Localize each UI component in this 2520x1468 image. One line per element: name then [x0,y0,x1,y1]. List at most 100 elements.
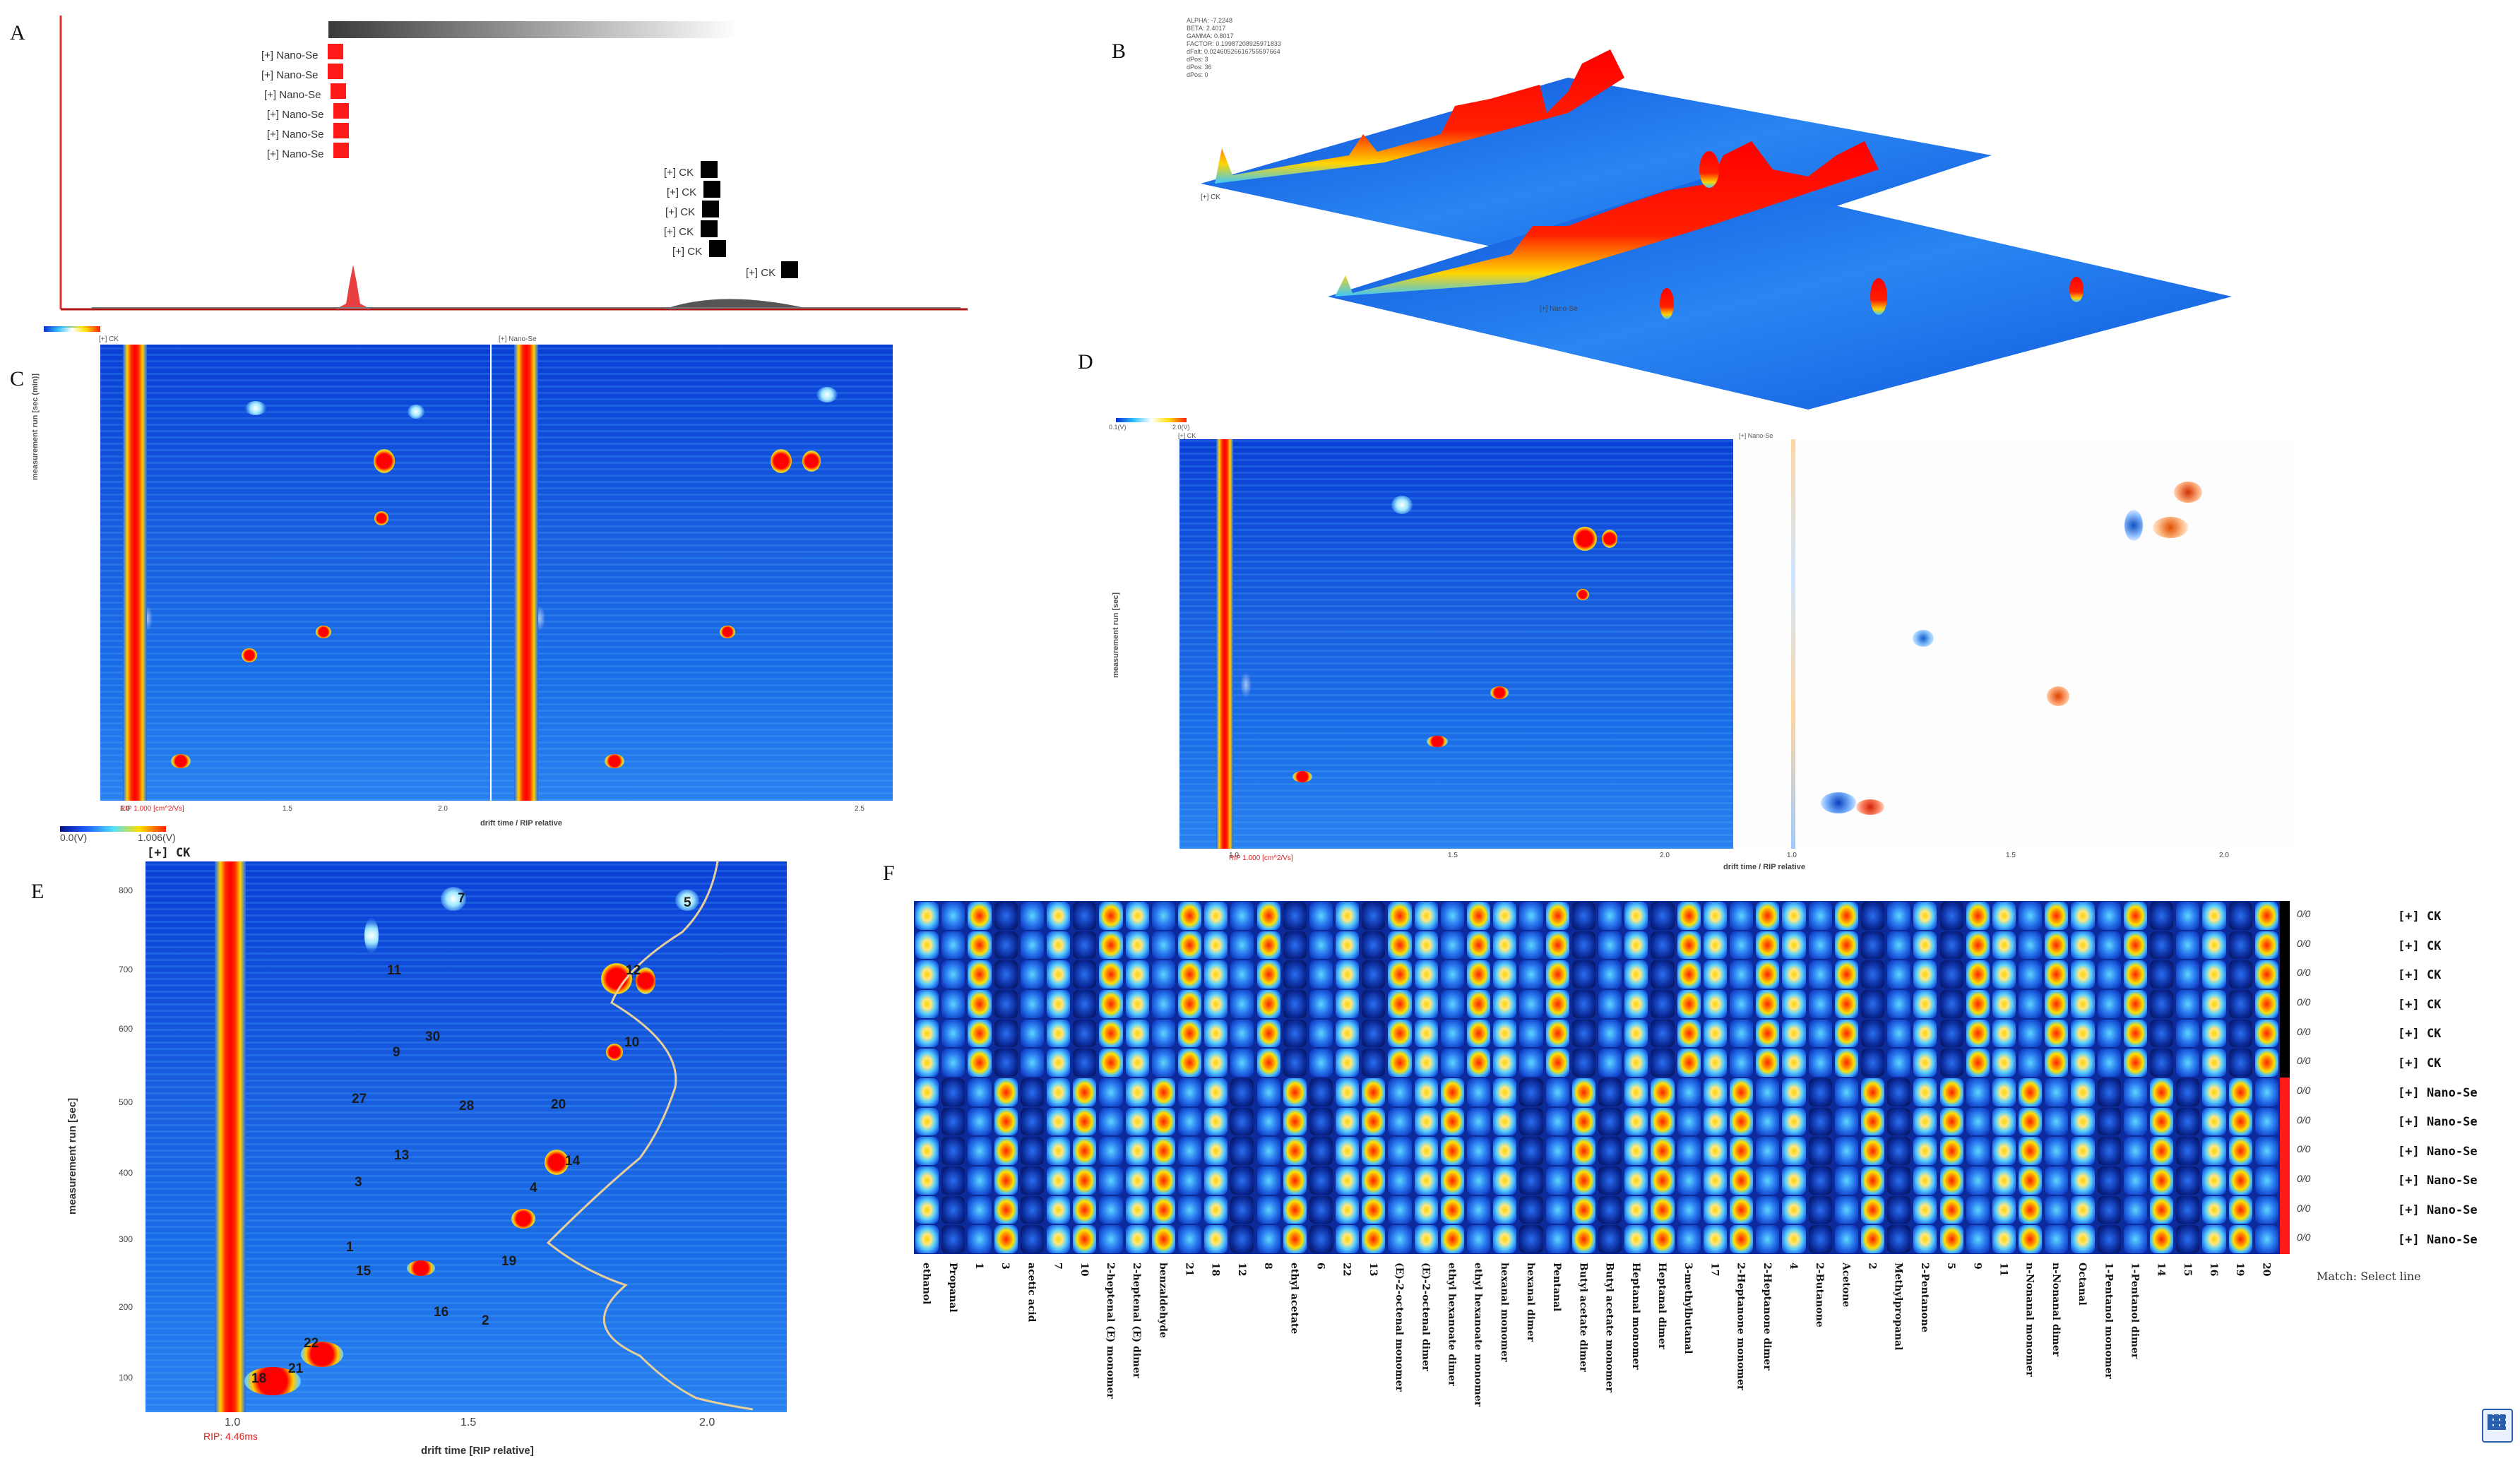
d-xtick: 1.5 [2006,852,2016,859]
fingerprint-cell [1729,1107,1754,1136]
fingerprint-cell [1939,990,1963,1018]
fingerprint-cell [1362,931,1386,960]
fingerprint-cell [1230,1019,1254,1048]
fingerprint-cell [1808,1049,1832,1077]
panel-letter-c: C [10,367,25,390]
fingerprint-cell [2045,960,2069,989]
fingerprint-cell [1125,1225,1149,1253]
fingerprint-cell [1283,931,1307,960]
fingerprint-cell [1073,1166,1097,1195]
marker-label: 13 [394,1148,410,1163]
fingerprint-cell [1125,1019,1149,1048]
fingerprint-cell [2071,1078,2095,1106]
fingerprint-cell [2019,990,2043,1018]
fingerprint-cell [968,1107,992,1136]
fingerprint-cell [1651,1019,1675,1048]
fingerprint-cell [1283,1137,1307,1165]
fingerprint-cell [1099,990,1123,1018]
column-label: 3 [999,1263,1011,1270]
fingerprint-cell [1756,990,1780,1018]
fingerprint-cell [1677,931,1701,960]
fingerprint-cell [2019,1137,2043,1165]
fingerprint-cell [1966,960,1990,989]
fingerprint-cell [1677,1049,1701,1077]
fingerprint-cell [1966,931,1990,960]
fingerprint-cell [1860,1137,1885,1165]
fingerprint-cell [968,1225,992,1253]
fingerprint-cell [1651,1049,1675,1077]
peak-spot [301,1342,343,1367]
fingerprint-cell [1834,1166,1858,1195]
column-label: ethyl acetate [1288,1263,1300,1335]
fingerprint-cell [1598,1078,1622,1106]
fingerprint-cell [2019,1225,2043,1253]
marker-label: 9 [393,1045,400,1060]
fingerprint-cell [1729,960,1754,989]
fingerprint-cell [1624,1019,1648,1048]
panel-d-xlabel: drift time / RIP relative [1723,863,1805,871]
fingerprint-cell [1939,960,1963,989]
marker-label: 7 [458,891,465,906]
fingerprint-cell [1624,960,1648,989]
fingerprint-cell [1440,931,1465,960]
fingerprint-cell [1309,931,1333,960]
fingerprint-cell [915,931,939,960]
fingerprint-cell [1177,1107,1202,1136]
ck-square [781,261,798,278]
row-fraction: 0/0 [2297,1143,2311,1155]
fingerprint-cell [1834,1195,1858,1224]
fingerprint-cell [1230,990,1254,1018]
e-ytick: 400 [119,1168,133,1178]
fingerprint-cell [1440,1019,1465,1048]
fingerprint-cell [994,1078,1018,1106]
fingerprint-cell [941,1137,965,1165]
fingerprint-cell [1230,1049,1254,1077]
fingerprint-cell [1571,1049,1595,1077]
column-label: 2-heptenal (E) dimer [1131,1263,1143,1379]
fingerprint-cell [1834,902,1858,930]
peak-spot [244,1367,301,1395]
fingerprint-cell [1913,1166,1937,1195]
fingerprint-cell [1519,1049,1543,1077]
column-label: 1-Pentanol monomer [2103,1263,2115,1379]
fingerprint-cell [1230,902,1254,930]
fingerprint-cell [1756,1137,1780,1165]
fingerprint-cell [1624,1107,1648,1136]
fingerprint-cell [1388,1195,1412,1224]
fingerprint-cell [1703,960,1727,989]
fingerprint-cell [1624,1078,1648,1106]
fingerprint-cell [1651,1078,1675,1106]
fingerprint-cell [1414,902,1438,930]
fingerprint-cell [1519,931,1543,960]
fingerprint-cell [1571,1137,1595,1165]
fingerprint-cell [1125,1195,1149,1224]
fingerprint-cell [2202,1078,2226,1106]
column-label: 11 [1997,1263,2009,1277]
fingerprint-cell [1677,1019,1701,1048]
fingerprint-cell [1519,1137,1543,1165]
fingerprint-cell [1545,902,1569,930]
fingerprint-cell [1598,1137,1622,1165]
fingerprint-cell [1414,1019,1438,1048]
c-xtick: 1.0 [120,805,130,813]
gallery-icon[interactable] [2482,1409,2513,1443]
column-label: Pentanal [1551,1263,1563,1312]
fingerprint-cell [1624,1225,1648,1253]
row-fraction: 0/0 [2297,1055,2311,1067]
column-label: ethanol [920,1263,932,1305]
fingerprint-cell [1151,931,1175,960]
fingerprint-cell [915,902,939,930]
panel-d-scale-max: 2.0(V) [1172,424,1190,431]
fingerprint-cell [1336,931,1360,960]
fingerprint-cell [2202,1137,2226,1165]
column-label: Butyl acetate monomer [1603,1263,1615,1392]
fingerprint-cell [1913,1195,1937,1224]
fingerprint-cell [1388,931,1412,960]
fingerprint-cell [1545,1166,1569,1195]
fingerprint-cell [1703,1225,1727,1253]
fingerprint-cell [1939,1107,1963,1136]
fingerprint-cell [2202,1107,2226,1136]
fingerprint-cell [2228,931,2252,960]
fingerprint-cell [1913,1019,1937,1048]
fingerprint-cell [1336,1195,1360,1224]
